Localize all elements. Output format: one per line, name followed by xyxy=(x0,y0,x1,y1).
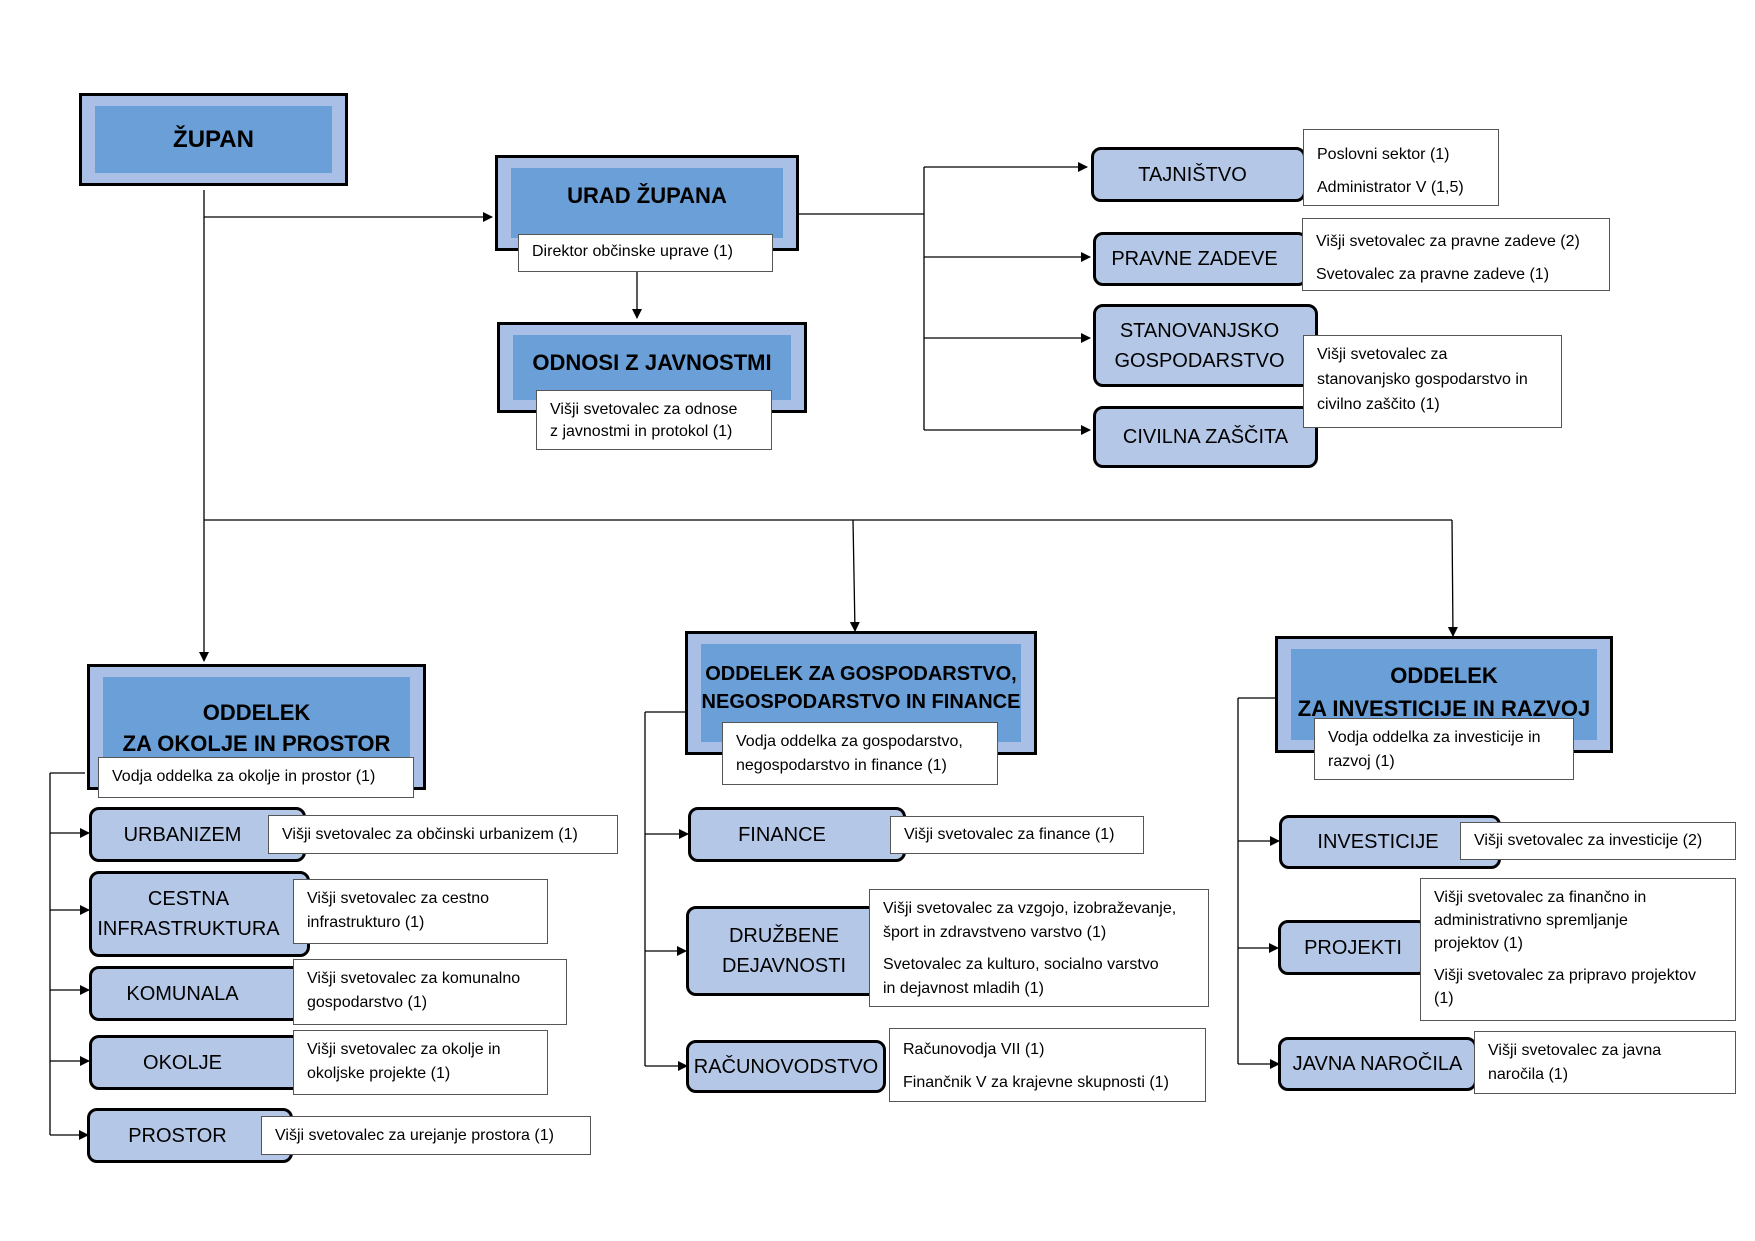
staff-line: šport in zdravstveno varstvo (1) xyxy=(883,924,1107,941)
staff-line: Višji svetovalec za investicije (2) xyxy=(1474,832,1703,849)
staff-line: razvoj (1) xyxy=(1328,753,1395,770)
racunovodstvo-staff: Računovodja VII (1) Finančnik V za kraje… xyxy=(889,1028,1206,1102)
staff-line: administrativno spremljanje xyxy=(1434,912,1628,929)
staff-line: Svetovalec za pravne zadeve (1) xyxy=(1316,266,1550,283)
javna-narocila-staff: Višji svetovalec za javna naročila (1) xyxy=(1474,1031,1736,1094)
staff-line: projektov (1) xyxy=(1434,935,1523,952)
unit-finance: FINANCE xyxy=(688,807,906,862)
staff-line: Svetovalec za kulturo, socialno varstvo xyxy=(883,956,1159,973)
okolje-staff: Višji svetovalec za okolje in okoljske p… xyxy=(293,1030,548,1095)
staff-line: Višji svetovalec za xyxy=(1317,346,1448,363)
cestna-staff: Višji svetovalec za cestno infrastruktur… xyxy=(293,879,548,944)
staff-line: in dejavnost mladih (1) xyxy=(883,980,1044,997)
staff-line: infrastrukturo (1) xyxy=(307,914,425,931)
staff-line: Računovodja VII (1) xyxy=(903,1041,1045,1058)
druzbene-staff: Višji svetovalec za vzgojo, izobraževanj… xyxy=(869,889,1209,1007)
unit-okolje: OKOLJE xyxy=(89,1035,306,1090)
mayor-office-box: URAD ŽUPANA xyxy=(495,155,799,251)
unit-cestna-infrastruktura: CESTNA INFRASTRUKTURA xyxy=(89,871,310,957)
department-head: Vodja oddelka za okolje in prostor (1) xyxy=(98,757,414,798)
staff-line: z javnostmi in protokol (1) xyxy=(550,423,733,440)
stanovanjsko-staff: Višji svetovalec za stanovanjsko gospoda… xyxy=(1303,335,1562,428)
staff-line: Višji svetovalec za javna xyxy=(1488,1042,1662,1059)
unit-druzbene-dejavnosti: DRUŽBENE DEJAVNOSTI xyxy=(686,906,882,996)
unit-javna-narocila: JAVNA NAROČILA xyxy=(1278,1037,1477,1091)
department-head: Vodja oddelka za gospodarstvo, negospoda… xyxy=(722,722,998,785)
unit-komunala: KOMUNALA xyxy=(89,966,306,1021)
staff-line: Vodja oddelka za okolje in prostor (1) xyxy=(112,768,376,785)
staff-line: Višji svetovalec za urejanje prostora (1… xyxy=(275,1127,554,1144)
staff-line: Višji svetovalec za finance (1) xyxy=(904,826,1115,843)
staff-line: Vodja oddelka za gospodarstvo, xyxy=(736,733,963,750)
staff-line: Višji svetovalec za cestno xyxy=(307,890,490,907)
staff-line: Vodja oddelka za investicije in xyxy=(1328,729,1541,746)
unit-pravne-zadeve: PRAVNE ZADEVE xyxy=(1093,232,1308,286)
staff-line: Višji svetovalec za komunalno xyxy=(307,970,521,987)
staff-line: Direktor občinske uprave (1) xyxy=(532,243,733,260)
mayor-office-title: URAD ŽUPANA xyxy=(511,168,783,238)
komunala-staff: Višji svetovalec za komunalno gospodarst… xyxy=(293,959,567,1025)
pravne-zadeve-staff: Višji svetovalec za pravne zadeve (2) Sv… xyxy=(1302,218,1610,291)
staff-line: (1) xyxy=(1434,990,1454,1007)
staff-line: Višji svetovalec za pripravo projektov xyxy=(1434,967,1697,984)
unit-projekti: PROJEKTI xyxy=(1278,920,1428,975)
staff-line: civilno zaščito (1) xyxy=(1317,396,1440,413)
staff-line: Višji svetovalec za občinski urbanizem (… xyxy=(282,826,578,843)
public-relations-staff: Višji svetovalec za odnose z javnostmi i… xyxy=(536,390,772,450)
unit-tajnistvo: TAJNIŠTVO xyxy=(1091,147,1306,202)
mayor-box: ŽUPAN xyxy=(79,93,348,186)
mayor-title: ŽUPAN xyxy=(95,106,332,173)
public-relations-title: ODNOSI Z JAVNOSTMI xyxy=(513,335,791,400)
staff-line: Višji svetovalec za odnose xyxy=(550,401,738,418)
urbanizem-staff: Višji svetovalec za občinski urbanizem (… xyxy=(268,815,618,854)
staff-line: okoljske projekte (1) xyxy=(307,1065,451,1082)
finance-staff: Višji svetovalec za finance (1) xyxy=(890,816,1144,854)
staff-line: negospodarstvo in finance (1) xyxy=(736,757,947,774)
projekti-staff: Višji svetovalec za finančno in administ… xyxy=(1420,878,1736,1021)
staff-line: naročila (1) xyxy=(1488,1066,1569,1083)
staff-line: Višji svetovalec za finančno in xyxy=(1434,889,1647,906)
investicije-staff: Višji svetovalec za investicije (2) xyxy=(1460,822,1736,860)
staff-line: Višji svetovalec za vzgojo, izobraževanj… xyxy=(883,900,1177,917)
tajnistvo-staff: Poslovni sektor (1) Administrator V (1,5… xyxy=(1303,129,1499,206)
staff-line: stanovanjsko gospodarstvo in xyxy=(1317,371,1528,388)
staff-line: gospodarstvo (1) xyxy=(307,994,428,1011)
unit-prostor: PROSTOR xyxy=(87,1108,293,1163)
staff-line: Finančnik V za krajevne skupnosti (1) xyxy=(903,1074,1169,1091)
department-head: Vodja oddelka za investicije in razvoj (… xyxy=(1314,718,1574,780)
unit-civilna-zascita: CIVILNA ZAŠČITA xyxy=(1093,406,1318,468)
staff-line: Poslovni sektor (1) xyxy=(1317,146,1450,163)
staff-line: Višji svetovalec za okolje in xyxy=(307,1041,501,1058)
staff-line: Višji svetovalec za pravne zadeve (2) xyxy=(1316,233,1580,250)
unit-stanovanjsko-gospodarstvo: STANOVANJSKO GOSPODARSTVO xyxy=(1093,304,1318,387)
staff-line: Administrator V (1,5) xyxy=(1317,179,1464,196)
prostor-staff: Višji svetovalec za urejanje prostora (1… xyxy=(261,1116,591,1155)
mayor-office-staff: Direktor občinske uprave (1) xyxy=(518,234,773,272)
unit-racunovodstvo: RAČUNOVODSTVO xyxy=(686,1040,886,1093)
